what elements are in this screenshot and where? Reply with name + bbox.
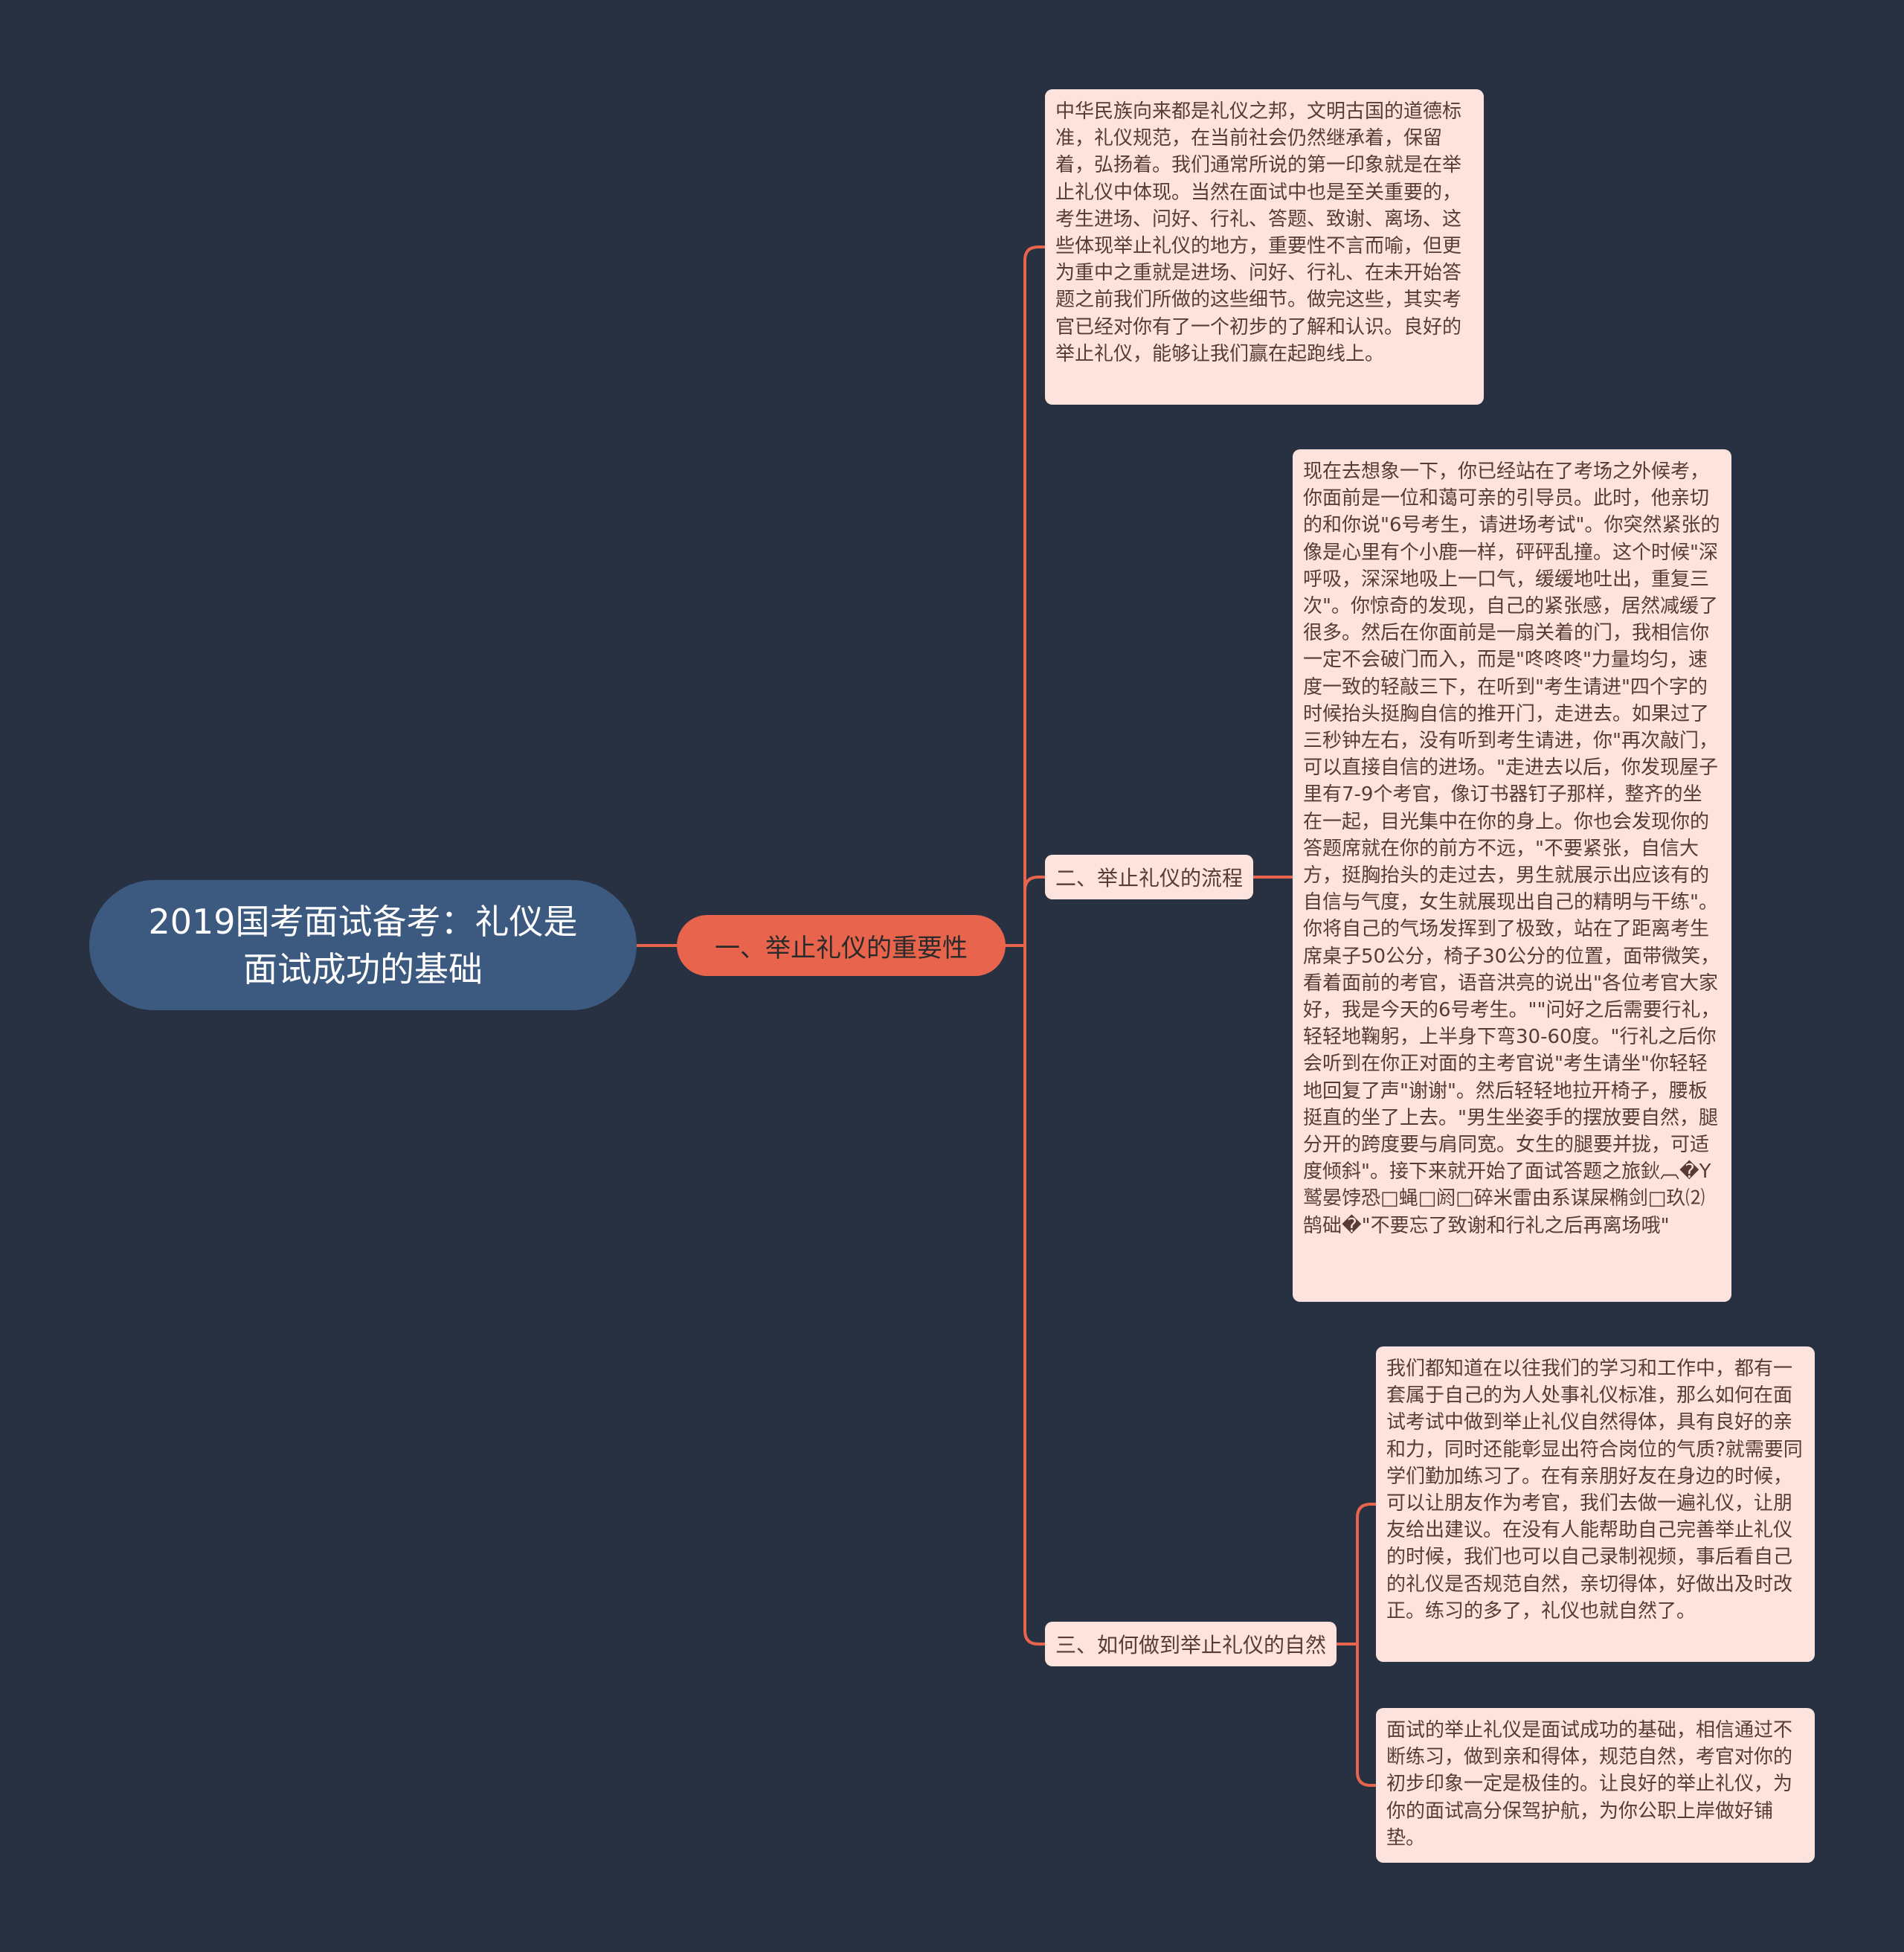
detail-text: 中华民族向来都是礼仪之邦，文明古国的道德标准，礼仪规范，在当前社会仍然继承着，保… (1055, 100, 1462, 365)
main-topic[interactable]: 一、举止礼仪的重要性 (677, 915, 1006, 976)
connector-main-trunk (1004, 245, 1046, 1646)
subtopic-label: 二、举止礼仪的流程 (1055, 866, 1243, 890)
detail-text: 现在去想象一下，你已经站在了考场之外候考，你面前是一位和蔼可亲的引导员。此时，他… (1303, 460, 1720, 1237)
detail-node-process[interactable]: 现在去想象一下，你已经站在了考场之外候考，你面前是一位和蔼可亲的引导员。此时，他… (1293, 449, 1731, 1302)
root-topic[interactable]: 2019国考面试备考：礼仪是面试成功的基础 (89, 880, 637, 1010)
subtopic-natural-etiquette[interactable]: 三、如何做到举止礼仪的自然 (1045, 1622, 1337, 1666)
main-topic-label: 一、举止礼仪的重要性 (715, 933, 968, 963)
subtopic-label: 三、如何做到举止礼仪的自然 (1055, 1633, 1326, 1657)
detail-node-practice[interactable]: 我们都知道在以往我们的学习和工作中，都有一套属于自己的为人处事礼仪标准，那么如何… (1376, 1346, 1815, 1662)
subtopic-etiquette-process[interactable]: 二、举止礼仪的流程 (1045, 855, 1253, 899)
detail-text: 我们都知道在以往我们的学习和工作中，都有一套属于自己的为人处事礼仪标准，那么如何… (1386, 1358, 1803, 1622)
connector-sub2-details (1335, 1503, 1377, 1787)
root-topic-label: 2019国考面试备考：礼仪是面试成功的基础 (148, 901, 578, 989)
detail-node-conclusion[interactable]: 面试的举止礼仪是面试成功的基础，相信通过不断练习，做到亲和得体，规范自然，考官对… (1376, 1708, 1815, 1863)
detail-node-importance[interactable]: 中华民族向来都是礼仪之邦，文明古国的道德标准，礼仪规范，在当前社会仍然继承着，保… (1045, 89, 1484, 405)
detail-text: 面试的举止礼仪是面试成功的基础，相信通过不断练习，做到亲和得体，规范自然，考官对… (1386, 1719, 1793, 1849)
